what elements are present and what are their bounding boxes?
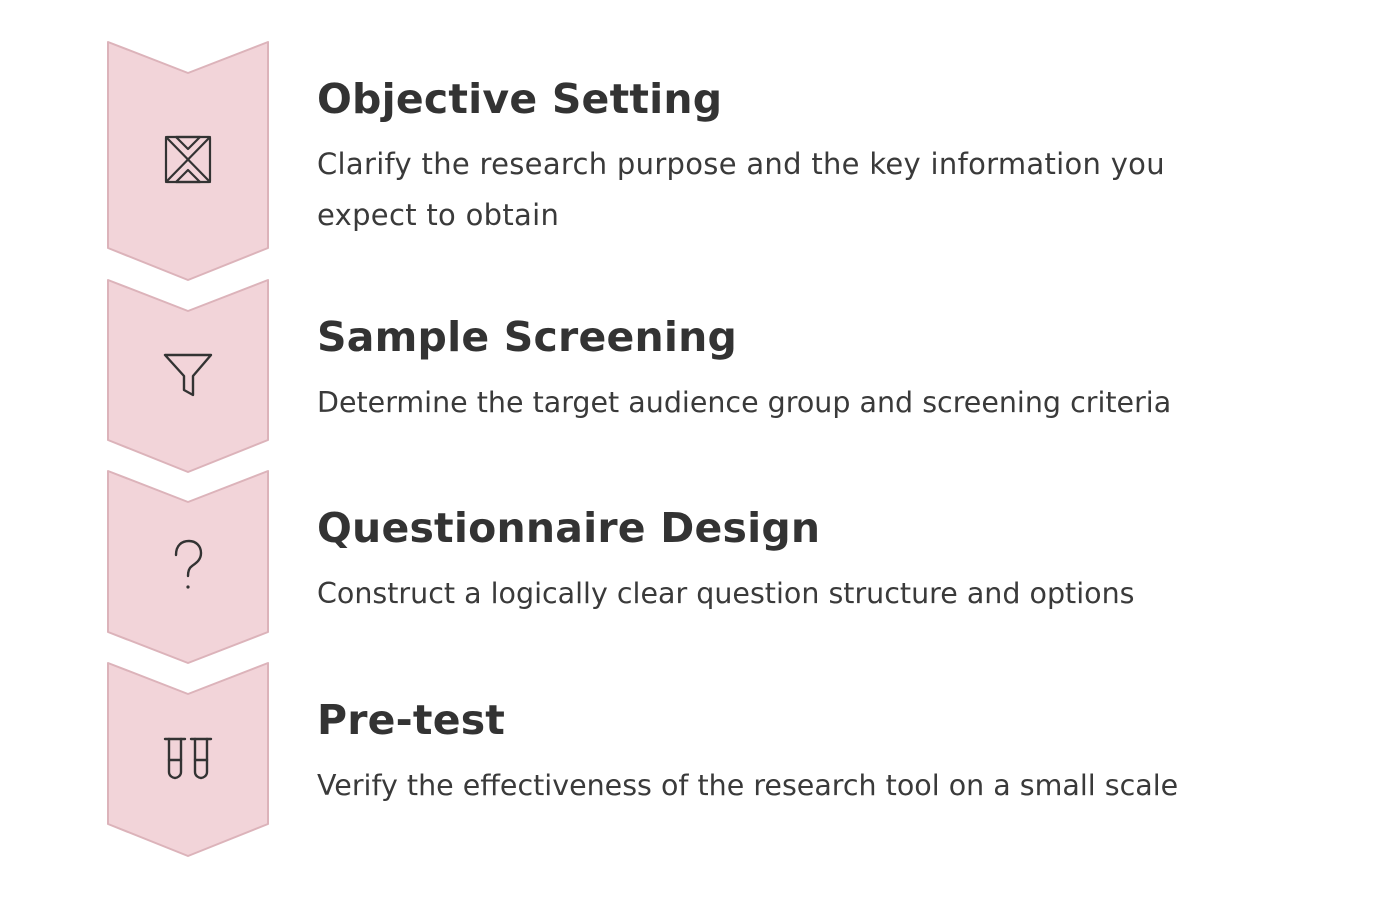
funnel-icon	[163, 353, 213, 397]
process-chevron-column	[107, 41, 269, 857]
step-4-text: Pre-test Verify the effectiveness of the…	[317, 694, 1367, 811]
question-mark-icon	[174, 539, 203, 589]
step-title: Sample Screening	[317, 313, 738, 361]
step-description: Clarify the research purpose and the key…	[317, 147, 1165, 232]
step-title: Pre-test	[317, 696, 506, 744]
step-3-text: Questionnaire Design Construct a logical…	[317, 502, 1367, 619]
step-1-text: Objective Setting Clarify the research p…	[317, 73, 1367, 241]
step-2-text: Sample Screening Determine the target au…	[317, 311, 1367, 428]
step-description: Construct a logically clear question str…	[317, 577, 1135, 610]
step-description: Determine the target audience group and …	[317, 386, 1172, 419]
step-1-chevron	[107, 41, 269, 281]
step-description: Verify the effectiveness of the research…	[317, 769, 1179, 802]
test-tubes-icon	[163, 737, 213, 780]
step-title: Objective Setting	[317, 75, 723, 123]
hourglass-icon	[164, 135, 212, 184]
step-3-chevron	[107, 470, 269, 664]
step-title: Questionnaire Design	[317, 504, 821, 552]
step-2-chevron	[107, 279, 269, 473]
step-4-chevron	[107, 662, 269, 857]
